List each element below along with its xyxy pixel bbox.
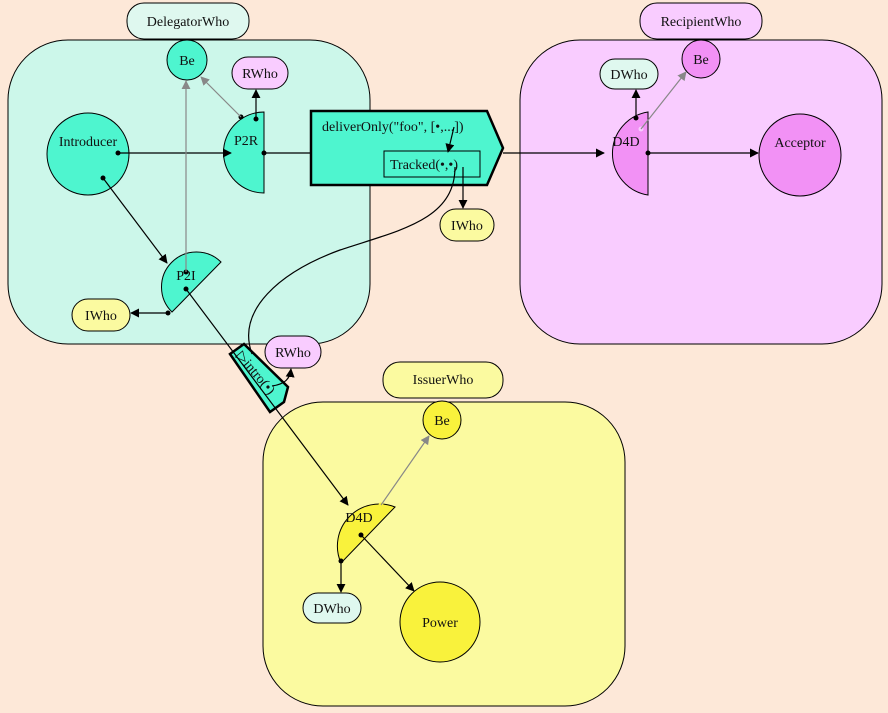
recipient-be-node [681,39,721,79]
issuer-d4d-label: D4D [345,511,372,526]
delegator-iwho-label: IWho [85,309,117,324]
power-node [399,581,481,663]
tracked-bullets: •,• [440,158,453,173]
deliver-call-head: deliverOnly("foo", [ [322,120,436,135]
edges [102,71,759,593]
recipient-dwho-tag [599,58,659,90]
acceptor-label: Acceptor [774,136,826,151]
issuer-vat: IssuerWho Be D4D DWho Power [262,361,626,707]
intro-rwho-label: RWho [275,346,311,361]
p2i-facet [161,251,222,313]
recipient-dwho-label: DWho [610,68,647,83]
delegator-iwho-tag [71,298,131,332]
tracked-text: Tracked(•,•) [390,158,458,173]
delegator-vat-box [7,39,371,345]
deliver-message: deliverOnly("foo", [•,...]) Tracked(•,•)… [309,109,505,242]
edge-p2r-be [200,76,242,118]
tracked-head: Tracked( [390,158,440,173]
edge-issuer-d4d-power [360,534,415,592]
issuer-be-label: Be [434,414,450,429]
edge-p2i-issuer-d4d [185,288,349,506]
message-iwho-tag [439,208,495,242]
edge-intro-rwho [271,368,295,387]
deliver-call-text: deliverOnly("foo", [•,...]) [322,120,464,135]
issuer-title: IssuerWho [413,373,474,388]
acceptor-node [758,113,842,197]
recipient-vat-box [519,39,883,345]
delegator-rwho-label: RWho [242,67,278,82]
edge-tracked-intro [248,166,456,355]
deliver-call-bullet: • [435,120,440,135]
delegator-title: DelegatorWho [147,15,229,30]
intro-message-shape [228,342,290,414]
introducer-node [46,112,130,196]
delegator-vat: DelegatorWho Be RWho Introducer P2R P2I … [7,2,371,345]
message-iwho-label: IWho [451,219,483,234]
introducer-label: Introducer [59,135,118,150]
delegator-be-node [166,39,208,81]
power-label: Power [422,616,458,631]
intro-message: ▷intro(•) RWho [228,335,322,414]
recipient-vat: RecipientWho DWho Be D4D Acceptor [519,2,883,345]
p2i-label: P2I [176,269,196,284]
recipient-title-tag [639,2,763,40]
issuer-dwho-label: DWho [313,602,350,617]
edge-issuer-d4d-be [380,435,430,506]
recipient-be-label: Be [693,53,709,68]
delegator-rwho-tag [231,56,289,90]
edge-introducer-p2i [102,177,168,264]
issuer-dwho-tag [302,592,362,624]
deliver-call-tail: ,...]) [440,120,464,135]
recipient-d4d-facet [612,111,649,196]
delegator-title-tag [126,2,250,40]
p2r-label: P2R [234,134,259,149]
recipient-d4d-label: D4D [612,135,639,150]
issuer-be-node [422,400,462,440]
recipient-title: RecipientWho [661,15,742,30]
delegator-be-label: Be [179,54,195,69]
intro-rwho-tag [264,335,322,369]
edge-d4d-be [640,71,687,130]
tracked-box [383,150,481,178]
tracked-close: ) [453,158,458,173]
edge-call-tracked [445,126,455,153]
issuer-title-tag [382,361,504,399]
